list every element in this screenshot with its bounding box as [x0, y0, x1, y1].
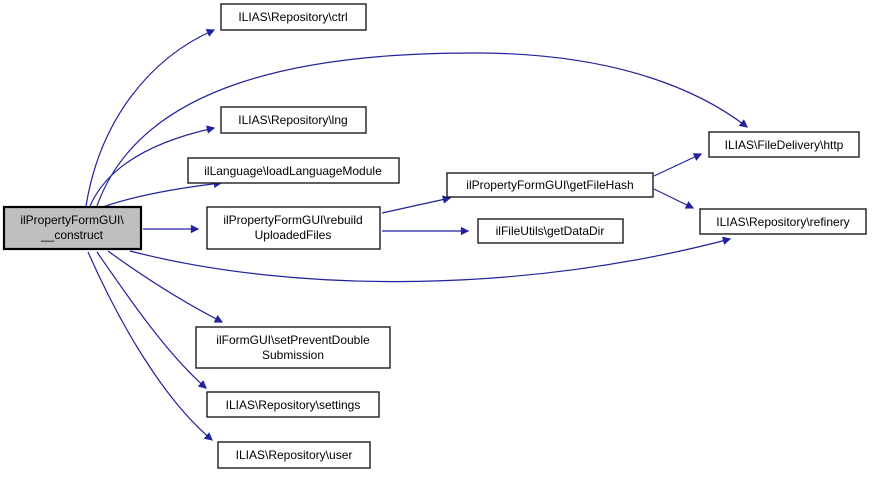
node-box [699, 208, 867, 235]
edge-construct-ctrl [85, 29, 216, 207]
edge-construct-refinery [129, 236, 732, 283]
node-box [220, 106, 367, 134]
node-label-line1: ilPropertyFormGUI\rebuild [223, 213, 362, 227]
node-label: ilFileUtils\getDataDir [496, 224, 605, 238]
edge-construct-http [96, 52, 748, 207]
node-label: ilLanguage\loadLanguageModule [204, 164, 382, 178]
node-label: ILIAS\FileDelivery\http [725, 138, 844, 152]
edge-construct-setpreventdoublesubmission [107, 250, 224, 323]
node-ilias-repository-refinery[interactable]: ILIAS\Repository\refinery [699, 208, 867, 235]
edge-getfilehash-refinery [653, 188, 695, 209]
node-label: ILIAS\Repository\lng [238, 113, 347, 127]
edge-getfilehash-http [653, 153, 703, 177]
edge-construct-settings [96, 251, 207, 389]
node-box [206, 206, 381, 250]
node-ilfileutils-getdatadir[interactable]: ilFileUtils\getDataDir [477, 218, 624, 244]
node-label-line2: UploadedFiles [255, 228, 332, 242]
edge-construct-loadlanguagemodule [99, 179, 223, 209]
node-illanguage-loadlanguagemodule[interactable]: ilLanguage\loadLanguageModule [187, 157, 400, 184]
node-box [446, 172, 654, 198]
node-box [206, 391, 380, 418]
node-label: ILIAS\Repository\ctrl [238, 10, 347, 24]
node-ilias-repository-lng[interactable]: ILIAS\Repository\lng [220, 106, 367, 134]
node-label-line2: Submission [262, 348, 324, 362]
node-label-line1: ilFormGUI\setPreventDouble [216, 333, 370, 347]
node-box [187, 157, 400, 184]
edge-construct-user [87, 251, 213, 441]
node-label: ILIAS\Repository\settings [226, 398, 361, 412]
node-box [477, 218, 624, 244]
node-ilias-repository-user[interactable]: ILIAS\Repository\user [217, 441, 371, 469]
node-ilias-repository-ctrl[interactable]: ILIAS\Repository\ctrl [220, 3, 367, 31]
edge-rebuild-getfilehash [381, 195, 452, 214]
node-box [2, 205, 143, 251]
node-box [195, 326, 391, 369]
node-label-line2: __construct [40, 228, 104, 242]
node-box [217, 441, 371, 469]
edge-construct-lng [89, 125, 216, 207]
node-label: ilPropertyFormGUI\getFileHash [466, 178, 633, 192]
node-ilformgui-setpreventdoublesubmission[interactable]: ilFormGUI\setPreventDouble Submission [195, 326, 391, 369]
node-box [708, 131, 860, 158]
node-label-line1: ilPropertyFormGUI\ [20, 213, 124, 227]
node-label: ILIAS\Repository\user [236, 448, 353, 462]
node-ilpropertyformgui-rebuilduploadedfiles[interactable]: ilPropertyFormGUI\rebuild UploadedFiles [206, 206, 381, 250]
node-ilpropertyformgui-getfilehash[interactable]: ilPropertyFormGUI\getFileHash [446, 172, 654, 198]
node-box [220, 3, 367, 31]
node-ilias-repository-settings[interactable]: ILIAS\Repository\settings [206, 391, 380, 418]
node-ilias-filedelivery-http[interactable]: ILIAS\FileDelivery\http [708, 131, 860, 158]
node-label: ILIAS\Repository\refinery [716, 215, 849, 229]
node-ilpropertyformgui-construct[interactable]: ilPropertyFormGUI\ __construct [2, 205, 143, 251]
